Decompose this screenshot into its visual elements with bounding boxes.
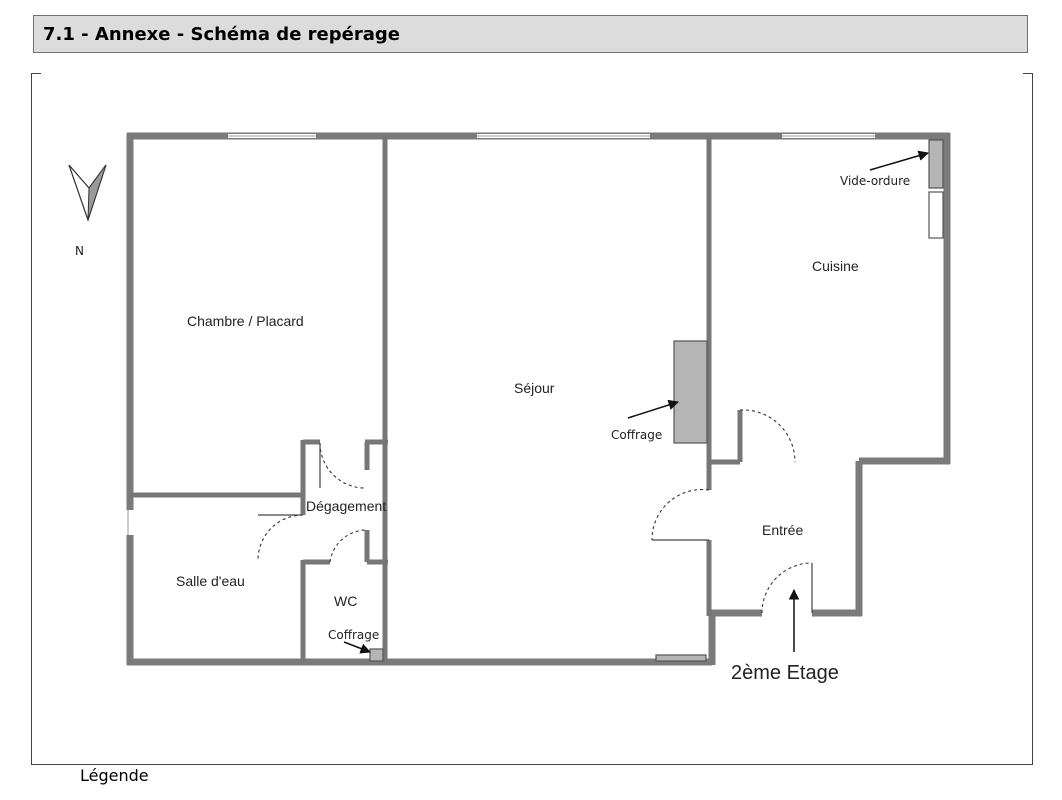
outer-walls	[126, 132, 951, 666]
section-header: 7.1 - Annexe - Schéma de repérage	[33, 15, 1028, 53]
room-chambre-label: Chambre / Placard	[187, 313, 304, 329]
interior-walls	[127, 136, 743, 662]
room-wc-label: WC	[334, 593, 357, 609]
room-entree-label: Entrée	[762, 522, 803, 538]
plan-frame-right-edge	[1032, 73, 1033, 765]
coffrage-sejour	[673, 340, 708, 444]
doors	[257, 409, 813, 614]
room-salle-eau-label: Salle d'eau	[176, 573, 245, 589]
arrow-coffrage-sejour	[627, 399, 680, 419]
section-title: 7.1 - Annexe - Schéma de repérage	[43, 23, 400, 45]
room-cuisine-label: Cuisine	[812, 258, 859, 274]
coffrage-wc	[369, 648, 384, 662]
vide-ordure-shaft	[928, 139, 944, 189]
compass-icon	[68, 164, 107, 222]
bottom-coffrage	[655, 654, 707, 662]
coffrage-sejour-label: Coffrage	[611, 428, 662, 442]
coffrage-wc-label: Coffrage	[328, 628, 379, 642]
room-degagement-label: Dégagement	[306, 498, 386, 514]
plan-frame	[31, 73, 1033, 765]
arrow-coffrage-wc	[343, 641, 371, 654]
arrow-vide-ordure	[869, 150, 930, 171]
room-sejour-label: Séjour	[514, 380, 555, 396]
floor-label: 2ème Etage	[731, 662, 839, 684]
vide-ordure-label: Vide-ordure	[840, 174, 910, 188]
legend-label: Légende	[80, 766, 149, 785]
kitchen-niche	[928, 191, 944, 239]
compass-label: N	[75, 244, 84, 258]
